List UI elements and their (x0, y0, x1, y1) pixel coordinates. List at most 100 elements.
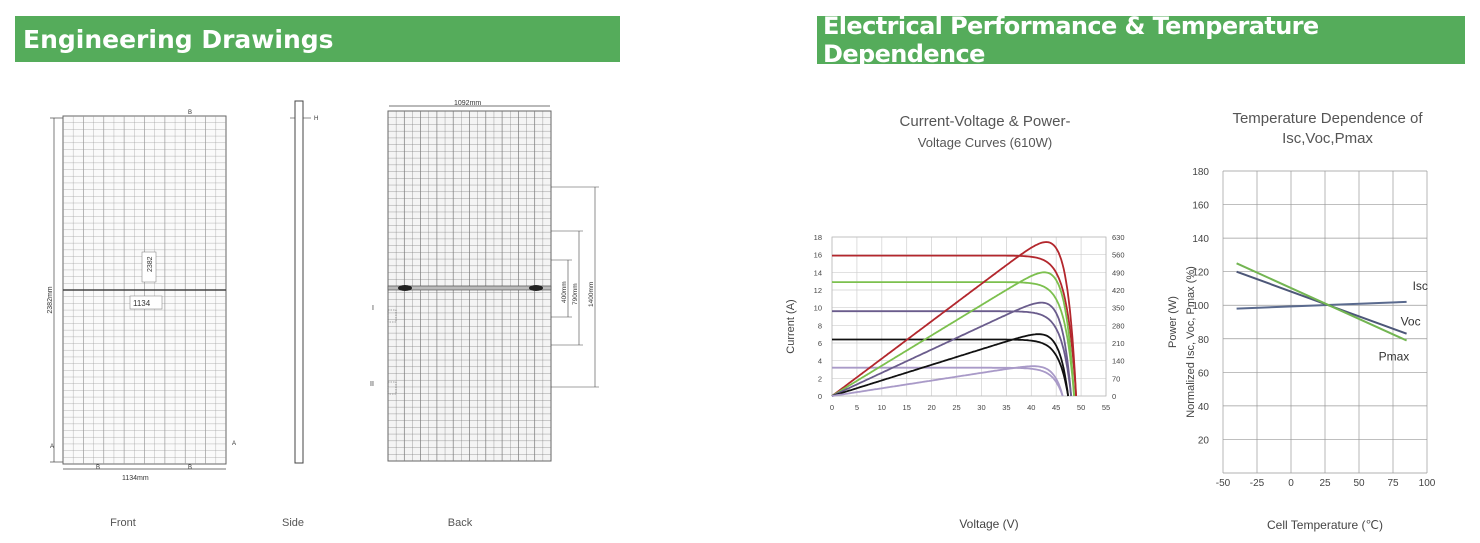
iv-curve (832, 310, 1072, 397)
series-label-voc: Voc (1401, 315, 1421, 329)
x-tick-label: 55 (1102, 403, 1110, 412)
y2-tick-label: 140 (1112, 357, 1125, 366)
y-tick-label: 160 (1192, 201, 1209, 212)
x-axis-label: Voltage (V) (959, 517, 1018, 531)
power-curve (831, 241, 1077, 397)
front-marker-b-right: B (188, 465, 192, 471)
y-tick-label: 20 (1198, 435, 1210, 446)
series-label-pmax: Pmax (1379, 349, 1410, 363)
side-caption: Side (281, 517, 305, 529)
x-tick-label: 100 (1419, 478, 1436, 489)
front-marker-a-left: A (50, 444, 54, 450)
x-tick-label: 25 (1319, 478, 1331, 489)
y-tick-label: 40 (1198, 402, 1210, 413)
x-tick-label: 10 (878, 403, 886, 412)
back-drawing: 1092mm I II 400mm 790mm 1400mm (370, 100, 599, 462)
x-tick-label: -25 (1250, 478, 1265, 489)
side-drawing: H (290, 100, 318, 464)
y-tick-label: 0 (818, 392, 822, 401)
y2-tick-label: 280 (1112, 321, 1125, 330)
y-tick-label: 120 (1192, 268, 1209, 279)
y-tick-label: 10 (814, 304, 822, 313)
y-tick-label: 2 (818, 374, 822, 383)
y2-tick-label: 70 (1112, 374, 1120, 383)
y-tick-label: 18 (814, 233, 822, 242)
plot-frame (831, 236, 1107, 397)
iv-curve (832, 338, 1069, 397)
back-caption: Back (447, 517, 473, 529)
y-tick-label: 60 (1198, 368, 1210, 379)
y2-tick-label: 420 (1112, 286, 1125, 295)
y-tick-label: 6 (818, 339, 822, 348)
x-tick-label: -50 (1216, 478, 1231, 489)
x-tick-label: 35 (1002, 403, 1010, 412)
temp-chart-title-line1: Temperature Dependence of (1232, 110, 1423, 127)
front-marker-b-left: B (96, 465, 100, 471)
y-axis-label: Current (A) (785, 299, 797, 353)
section-title: Electrical Performance & Temperature Dep… (823, 12, 1319, 68)
y-tick-label: 12 (814, 286, 822, 295)
y-axis-label: Normalized Isc, Voc, Pmax (%) (1185, 266, 1197, 418)
front-drawing: 2382mm 2382 1134 B A A B B 1134mm (47, 110, 236, 482)
iv-curve (832, 254, 1077, 397)
x-tick-label: 15 (903, 403, 911, 412)
engineering-drawings-banner: Engineering Drawings (15, 16, 620, 62)
series-line-pmax (1236, 262, 1408, 342)
power-curve (831, 365, 1064, 397)
y2-tick-label: 0 (1112, 392, 1116, 401)
x-tick-label: 30 (977, 403, 985, 412)
side-panel-profile (294, 100, 304, 464)
y-tick-label: 180 (1192, 167, 1209, 178)
power-curve (831, 301, 1072, 397)
x-tick-label: 0 (830, 403, 834, 412)
y2-tick-label: 560 (1112, 251, 1125, 260)
y2-tick-label: 630 (1112, 233, 1125, 242)
y-tick-label: 14 (814, 268, 822, 277)
back-marker-1: I (372, 305, 374, 312)
power-curve (831, 271, 1075, 397)
temperature-chart: -50 -25 0 25 50 75 100 20 40 60 80 100 120 140 160 180P… (1167, 167, 1436, 532)
iv-curve (832, 366, 1064, 397)
back-width-dim: 1092mm (454, 100, 481, 107)
y-tick-label: 140 (1192, 234, 1209, 245)
back-dim-400: 400mm (561, 281, 568, 303)
y2-tick-label: 490 (1112, 268, 1125, 277)
y-tick-label: 80 (1198, 335, 1210, 346)
front-width-dim: 1134mm (122, 475, 149, 482)
y-tick-label: 100 (1192, 301, 1209, 312)
temp-chart-title-line2: Isc,Voc,Pmax (1282, 130, 1373, 147)
junction-box-right (529, 285, 543, 291)
x-tick-label: 45 (1052, 403, 1060, 412)
x-tick-label: 20 (927, 403, 935, 412)
front-center-height: 2382 (147, 256, 154, 272)
junction-box-strip (387, 285, 552, 291)
junction-box-left (398, 285, 412, 291)
front-marker-a-right: A (232, 441, 236, 447)
front-height-dim: 2382mm (47, 286, 54, 313)
series-label-isc: Isc (1413, 279, 1428, 293)
y2-tick-label: 210 (1112, 339, 1125, 348)
back-marker-2: II (370, 381, 374, 388)
x-tick-label: 0 (1288, 478, 1294, 489)
x-tick-label: 25 (952, 403, 960, 412)
y-tick-label: 4 (818, 357, 822, 366)
y-tick-label: 8 (818, 321, 822, 330)
side-marker-h: H (314, 116, 318, 122)
x-tick-label: 75 (1387, 478, 1399, 489)
y-axis-label-overlay: Power (W) (1167, 296, 1179, 348)
back-dim-790: 790mm (572, 283, 579, 305)
electrical-performance-banner: Electrical Performance & Temperature Dep… (817, 12, 1465, 68)
x-tick-label: 40 (1027, 403, 1035, 412)
front-caption: Front (110, 517, 136, 529)
back-dim-1400: 1400mm (588, 282, 595, 307)
y-tick-label: 16 (814, 251, 822, 260)
x-axis-label: Cell Temperature (℃) (1267, 518, 1383, 532)
x-tick-label: 5 (855, 403, 859, 412)
y2-tick-label: 350 (1112, 304, 1125, 313)
iv-chart-title-line1: Current-Voltage & Power- (899, 113, 1071, 130)
series-line-isc (1236, 300, 1407, 310)
x-tick-label: 50 (1077, 403, 1085, 412)
x-tick-label: 50 (1353, 478, 1365, 489)
front-marker-b-top: B (188, 110, 192, 116)
